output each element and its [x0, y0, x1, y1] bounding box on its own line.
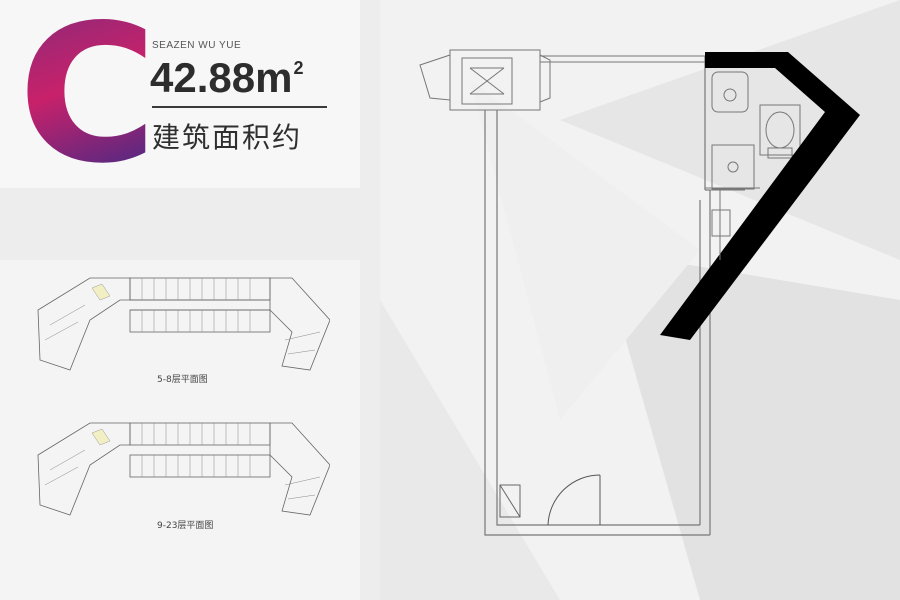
- highlighted-unit: [91, 283, 111, 301]
- floor-plan-5-8: [37, 277, 330, 371]
- entry-door: [547, 474, 601, 526]
- area-label: 建筑面积约: [152, 121, 303, 154]
- area-divider: [152, 106, 327, 108]
- floor-plan-caption-9-23: 9-23层平面图: [157, 521, 214, 531]
- floor-plan-9-23: [37, 422, 330, 516]
- partition: [705, 189, 745, 260]
- unit-type-letter: C: [18, 0, 157, 205]
- area-value: 42.88m2: [150, 52, 303, 112]
- area-unit: m: [255, 54, 293, 101]
- area-exponent: 2: [293, 58, 304, 78]
- floor-plan-caption-5-8: 5-8层平面图: [157, 375, 208, 385]
- project-name: SEAZEN WU YUE: [152, 40, 242, 51]
- unit-floor-plan: [419, 49, 860, 536]
- exterior-wall: [660, 52, 860, 340]
- unit-header: C SEAZEN WU YUE 42.88m2 建筑面积约: [0, 0, 360, 205]
- bathroom-fixtures: [705, 71, 801, 237]
- room-outline: [484, 56, 711, 536]
- shoe-cabinet: [499, 484, 521, 518]
- balcony-area: [419, 49, 705, 111]
- area-number: 42.88: [150, 54, 256, 101]
- highlighted-unit: [91, 428, 111, 446]
